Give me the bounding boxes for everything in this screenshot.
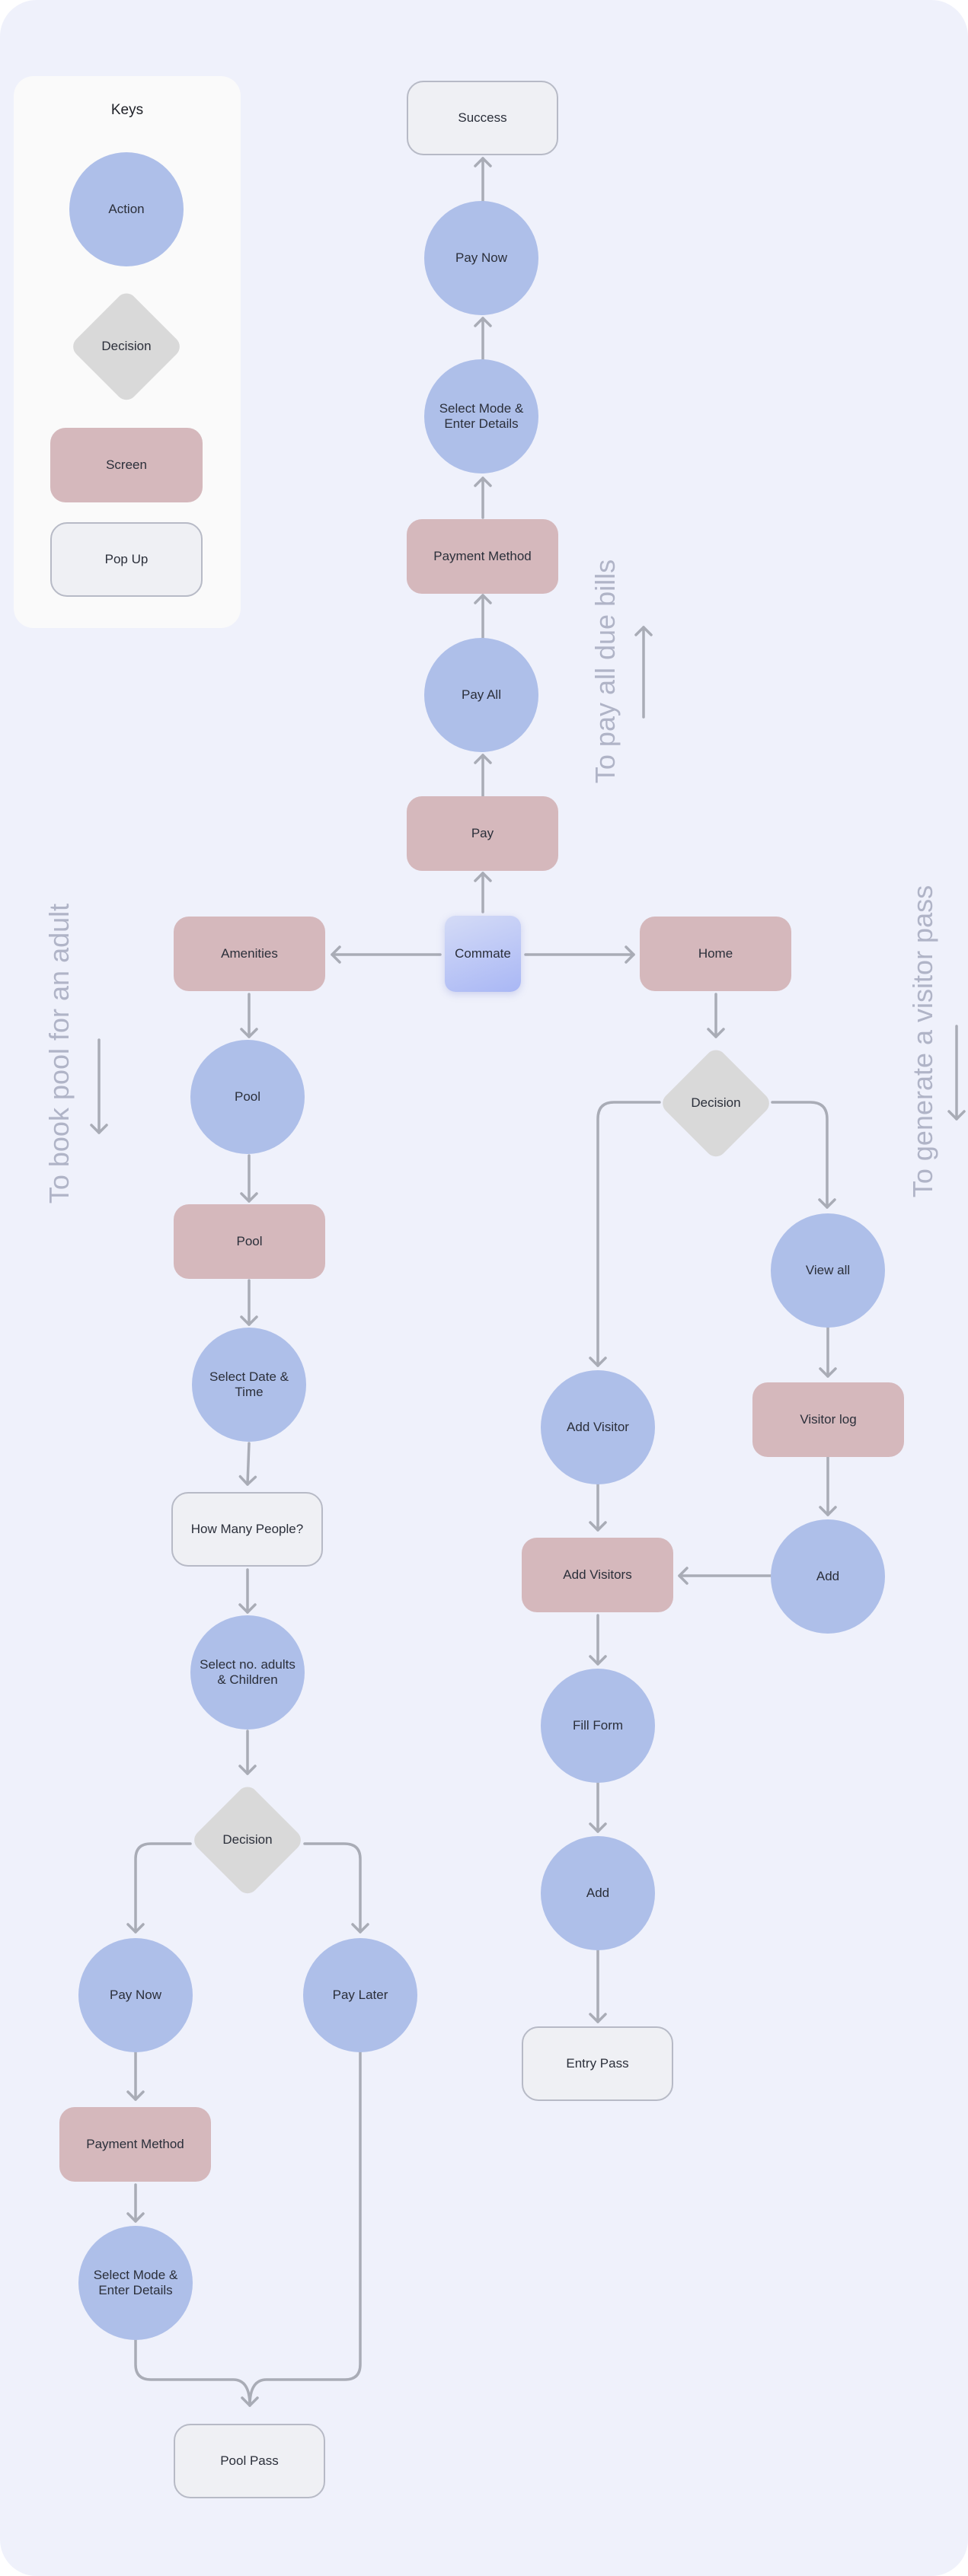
annotation-book-pool: To book pool for an adult [43, 903, 75, 1204]
node-decision-pool: Decision [190, 1783, 305, 1897]
node-pool-action: Pool [190, 1040, 305, 1154]
node-decision-home: Decision [659, 1046, 773, 1160]
keys-legend: Keys Action Decision Screen Pop Up [14, 76, 241, 628]
keys-title: Keys [110, 102, 144, 118]
edge-paylater-poolpass [248, 2051, 362, 2407]
node-add-visitors-screen: Add Visitors [522, 1538, 673, 1612]
edge-selectmode-poolpass [134, 2338, 259, 2407]
node-entry-pass: Entry Pass [522, 2026, 673, 2101]
key-decision: Decision [69, 289, 184, 403]
node-success: Success [407, 81, 558, 155]
node-select-date-time: Select Date & Time [192, 1328, 306, 1442]
key-screen: Screen [50, 428, 203, 502]
node-select-mode-top: Select Mode & Enter Details [424, 359, 538, 473]
edge-decision-addvisitor [589, 1101, 661, 1367]
node-payment-method-top: Payment Method [407, 519, 558, 594]
node-amenities: Amenities [174, 917, 325, 991]
node-decision-pool-label: Decision [222, 1832, 273, 1847]
node-add-visitor: Add Visitor [541, 1370, 655, 1484]
edge-decision-paylater [303, 1842, 369, 1934]
node-pay-all: Pay All [424, 638, 538, 752]
key-action: Action [69, 152, 184, 266]
node-view-all: View all [771, 1213, 885, 1328]
node-decision-home-label: Decision [691, 1095, 741, 1110]
node-how-many-people: How Many People? [171, 1492, 323, 1567]
annotation-pay-bills: To pay all due bills [589, 559, 621, 784]
node-add-final: Add [541, 1836, 655, 1950]
node-pay-later: Pay Later [303, 1938, 417, 2052]
node-pay-now-pool: Pay Now [78, 1938, 193, 2052]
node-payment-method-pool: Payment Method [59, 2107, 211, 2182]
node-home: Home [640, 917, 791, 991]
node-fill-form: Fill Form [541, 1669, 655, 1783]
node-pool-screen: Pool [174, 1204, 325, 1279]
annotation-visitor-pass: To generate a visitor pass [907, 885, 938, 1198]
edge-decision-viewall [771, 1101, 836, 1209]
node-commate: Commate [445, 916, 521, 992]
node-select-no-adults: Select no. adults & Children [190, 1615, 305, 1730]
node-pay: Pay [407, 796, 558, 871]
node-select-mode-pool: Select Mode & Enter Details [78, 2226, 193, 2340]
key-decision-label: Decision [101, 339, 152, 353]
node-add-from-log: Add [771, 1519, 885, 1634]
node-pool-pass: Pool Pass [174, 2424, 325, 2498]
edge-date-people [238, 1442, 257, 1486]
node-pay-now-top: Pay Now [424, 201, 538, 315]
edge-decision-paynow [126, 1842, 192, 1934]
key-popup: Pop Up [50, 522, 203, 597]
node-visitor-log: Visitor log [752, 1382, 904, 1457]
